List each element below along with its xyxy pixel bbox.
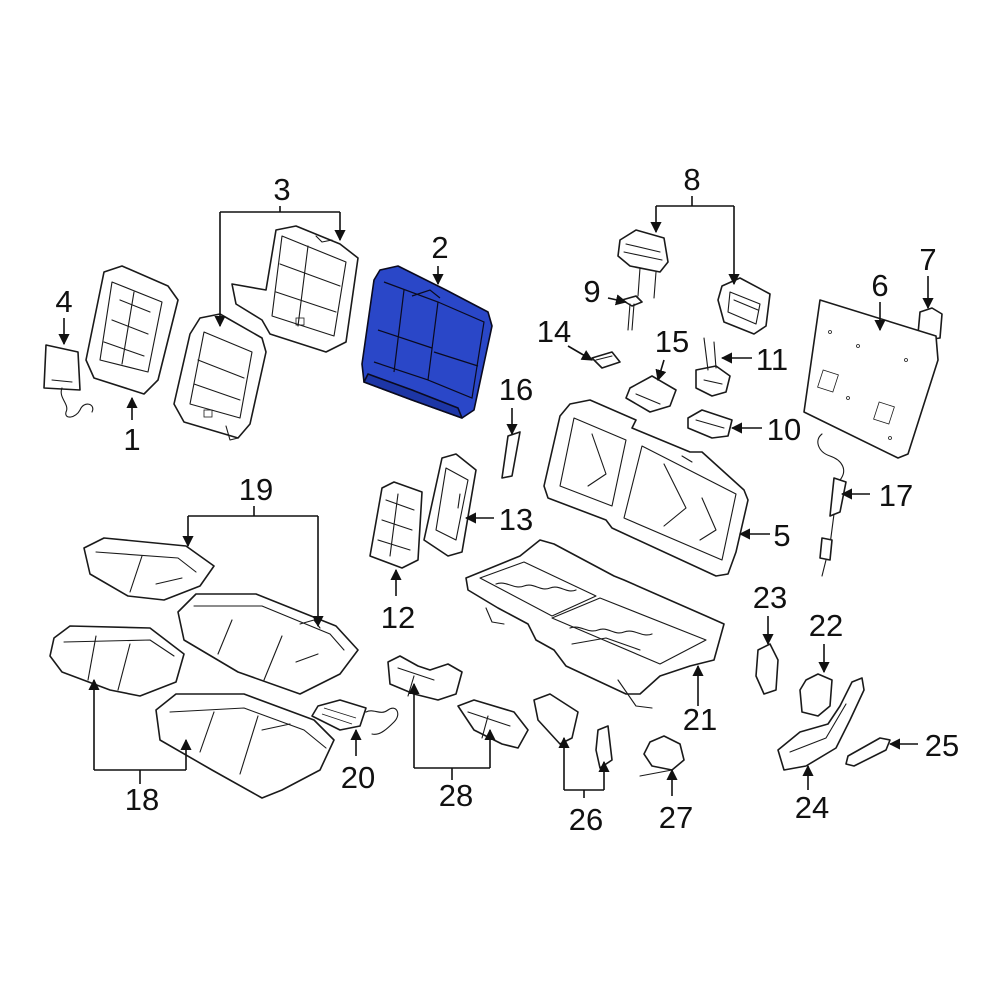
part-11-latch[interactable] (695, 337, 731, 397)
callout-26: 26 (569, 802, 603, 837)
part-18-cushion-right[interactable] (155, 693, 335, 799)
callout-13: 13 (499, 502, 533, 537)
callout-9: 9 (583, 274, 600, 309)
callout-labels: 1 2 3 4 5 6 7 8 9 10 11 12 13 14 15 16 1… (55, 162, 959, 837)
part-1-seat-back[interactable] (85, 265, 179, 395)
callout-5: 5 (773, 518, 790, 553)
part-15-cover[interactable] (625, 375, 677, 413)
callout-28: 28 (439, 778, 473, 813)
callout-6: 6 (871, 268, 888, 303)
part-26-trim-right[interactable] (595, 725, 613, 769)
callout-4: 4 (55, 284, 72, 319)
callout-1: 1 (123, 422, 140, 457)
part-28-bracket-right[interactable] (457, 699, 529, 749)
callout-27: 27 (659, 800, 693, 835)
part-4-side-cover[interactable] (43, 344, 94, 418)
callout-17: 17 (879, 478, 913, 513)
callout-15: 15 (655, 324, 689, 359)
callout-25: 25 (925, 728, 959, 763)
part-18-cushion-left[interactable] (49, 625, 185, 697)
callout-18: 18 (125, 782, 159, 817)
part-16-strip[interactable] (501, 431, 521, 479)
callout-19: 19 (239, 472, 273, 507)
callout-3: 3 (273, 172, 290, 207)
callout-12: 12 (381, 600, 415, 635)
part-20-heater-mat[interactable] (311, 699, 399, 735)
callout-21: 21 (683, 702, 717, 737)
part-8-headrest-left[interactable] (617, 229, 669, 299)
callout-16: 16 (499, 372, 533, 407)
callout-23: 23 (753, 580, 787, 615)
part-22-cover[interactable] (799, 673, 833, 717)
part-14-trim[interactable] (591, 351, 621, 369)
part-19-cushion[interactable] (83, 537, 215, 601)
callout-11: 11 (756, 342, 788, 377)
part-28-bracket-left[interactable] (387, 655, 463, 701)
part-3-seat-back-shell-right[interactable] (231, 225, 359, 353)
callout-24: 24 (795, 790, 829, 825)
part-23-side-shield-small[interactable] (755, 643, 779, 695)
part-17-cable[interactable] (817, 433, 847, 577)
part-5-seat-frame[interactable] (543, 399, 749, 577)
part-21-seat-pan-frame[interactable] (465, 539, 725, 709)
callout-8: 8 (683, 162, 700, 197)
part-6-back-panel[interactable] (803, 299, 939, 459)
part-27-handle[interactable] (639, 735, 685, 777)
callout-14: 14 (537, 314, 571, 349)
part-25-trim[interactable] (845, 737, 891, 767)
callout-20: 20 (341, 760, 375, 795)
callout-2: 2 (431, 230, 448, 265)
part-8-headrest-right[interactable] (717, 277, 771, 335)
part-13-side-panel[interactable] (423, 453, 477, 557)
callout-7: 7 (919, 242, 936, 277)
part-2-seat-back-highlighted[interactable] (361, 265, 493, 419)
leader-lines (58, 196, 934, 798)
part-24-side-shield[interactable] (777, 677, 865, 771)
part-12-armrest[interactable] (369, 481, 423, 569)
part-3-seat-back-shell-left[interactable] (173, 313, 267, 441)
part-19-seat-cushion[interactable] (177, 593, 359, 695)
part-9-guide[interactable] (621, 295, 643, 331)
part-26-trim-left[interactable] (533, 693, 579, 745)
callout-10: 10 (767, 412, 801, 447)
callout-22: 22 (809, 608, 843, 643)
part-10-bracket[interactable] (687, 409, 733, 439)
